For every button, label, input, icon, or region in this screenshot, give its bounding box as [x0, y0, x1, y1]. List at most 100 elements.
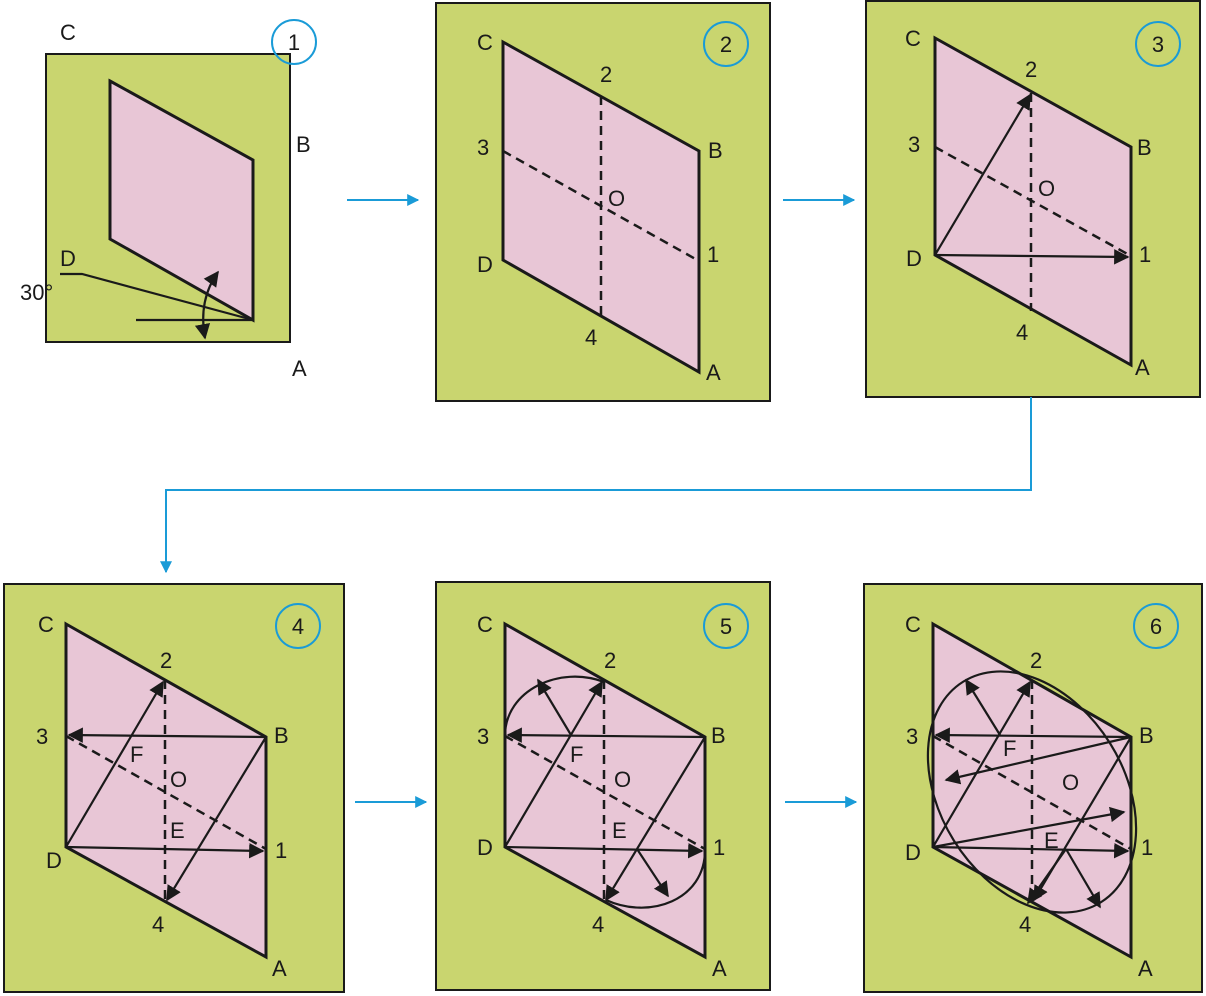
step-2-label-d: D — [477, 252, 493, 277]
step-3-label-d: D — [906, 246, 922, 271]
step-1-label-c: C — [60, 20, 76, 45]
step-2-label-2: 2 — [600, 62, 612, 87]
step-6-ellipse — [926, 670, 1138, 914]
step-4-label-o: O — [170, 767, 187, 792]
step-6-label-4: 4 — [1019, 912, 1031, 937]
step-5-radius-f-1 — [537, 678, 572, 736]
step-6-label-a: A — [1138, 956, 1153, 981]
step-4-line-d-2 — [65, 680, 164, 848]
step-2-panel: 2 C B A D 2 3 1 4 O — [435, 2, 771, 402]
step-1-number: 1 — [288, 30, 300, 55]
step-4-line-b-3 — [67, 727, 267, 743]
step-2-label-1: 1 — [707, 242, 719, 267]
step-1-label-d: D — [60, 246, 76, 271]
step-5-label-1: 1 — [713, 835, 725, 860]
step-2-label-b: B — [708, 138, 723, 163]
step-4-label-a: A — [272, 956, 287, 981]
step-6-line-d-1 — [932, 843, 1130, 859]
step-3-panel: 3 C B A D 2 3 1 4 O — [865, 0, 1201, 398]
step-5-label-c: C — [477, 612, 493, 637]
step-5-label-b: B — [711, 723, 726, 748]
flow-arrow-3-4 — [160, 397, 1032, 574]
step-5-arc-lower — [605, 849, 707, 909]
step-5-number: 5 — [720, 614, 732, 639]
step-6-radius-e-1 — [1065, 848, 1101, 909]
step-1-angle-arc — [194, 270, 219, 340]
step-6-label-b: B — [1139, 723, 1154, 748]
step-3-axis-3-1 — [934, 145, 1132, 258]
step-6-line-d-2 — [932, 680, 1031, 848]
step-4-label-b: B — [274, 723, 289, 748]
step-4-label-e: E — [170, 818, 185, 843]
step-3-number: 3 — [1152, 32, 1164, 57]
step-5-label-2: 2 — [604, 648, 616, 673]
step-1-label-b: B — [296, 132, 311, 157]
step-4-label-1: 1 — [275, 838, 287, 863]
step-3-line-d-1 — [934, 249, 1130, 265]
step-6-label-3: 3 — [906, 724, 918, 749]
step-5-label-a: A — [712, 956, 727, 981]
step-6-panel: 6 C B A D 2 3 1 4 O E F — [863, 583, 1203, 993]
step-4-label-d: D — [46, 848, 62, 873]
step-5-label-o: O — [614, 767, 631, 792]
step-6-line-b-upper — [944, 735, 1132, 785]
step-4-number: 4 — [292, 614, 304, 639]
step-6-label-e: E — [1044, 828, 1059, 853]
step-5-arc-upper — [503, 675, 605, 737]
step-2-label-3: 3 — [477, 135, 489, 160]
step-3-label-4: 4 — [1016, 320, 1028, 345]
step-4-label-3: 3 — [36, 724, 48, 749]
step-5-radius-e-1 — [636, 848, 669, 898]
step-5-panel: 5 C B A D 2 3 1 4 O E F — [435, 581, 771, 991]
step-6-line-b-3 — [934, 727, 1132, 743]
step-6-radius-e-2 — [1027, 848, 1067, 905]
step-6-badge — [1133, 603, 1179, 649]
step-2-label-c: C — [477, 30, 493, 55]
step-1-angle-label: 30° — [20, 280, 53, 305]
step-4-label-f: F — [130, 742, 143, 767]
step-5-line-b-3 — [506, 727, 706, 743]
step-3-label-1: 1 — [1139, 242, 1151, 267]
step-2-label-4: 4 — [585, 325, 597, 350]
step-5-label-4: 4 — [592, 912, 604, 937]
step-5-label-3: 3 — [477, 724, 489, 749]
step-6-number: 6 — [1150, 614, 1162, 639]
step-6-label-f: F — [1003, 736, 1016, 761]
step-5-label-d: D — [477, 835, 493, 860]
step-3-label-b: B — [1137, 135, 1152, 160]
step-1-panel: 1 C B A D 30° — [20, 19, 317, 381]
step-2-badge — [703, 21, 749, 67]
step-5-line-d-2 — [504, 680, 603, 848]
step-2-number: 2 — [720, 32, 732, 57]
step-3-label-o: O — [1038, 176, 1055, 201]
step-6-line-d-lower — [932, 806, 1126, 849]
step-6-label-o: O — [1062, 770, 1079, 795]
step-3-label-c: C — [905, 26, 921, 51]
step-1-label-a: A — [292, 356, 307, 381]
step-3-badge — [1135, 21, 1181, 67]
step-3-line-d-2 — [934, 93, 1031, 256]
step-3-label-2: 2 — [1025, 57, 1037, 82]
step-6-label-c: C — [905, 612, 921, 637]
step-6-label-1: 1 — [1141, 835, 1153, 860]
step-2-label-a: A — [706, 360, 721, 385]
step-5-badge — [703, 603, 749, 649]
step-5-label-f: F — [570, 742, 583, 767]
step-6-axis-3-1 — [932, 734, 1132, 851]
step-5-axis-3-1 — [504, 734, 706, 851]
step-1-badge — [271, 19, 317, 65]
step-4-axis-3-1 — [65, 734, 267, 851]
step-4-badge — [275, 603, 321, 649]
step-5-label-e: E — [612, 818, 627, 843]
step-4-label-4: 4 — [152, 912, 164, 937]
step-3-label-a: A — [1135, 355, 1150, 380]
step-4-panel: 4 C B A D 2 3 1 4 O E F — [3, 583, 345, 993]
step-2-axis-3-1 — [502, 149, 700, 263]
step-4-label-2: 2 — [160, 648, 172, 673]
step-4-line-d-1 — [65, 843, 265, 859]
step-5-line-d-1 — [504, 843, 704, 859]
step-2-label-o: O — [608, 186, 625, 211]
step-6-label-2: 2 — [1030, 648, 1042, 673]
step-4-line-b-4 — [166, 736, 267, 902]
